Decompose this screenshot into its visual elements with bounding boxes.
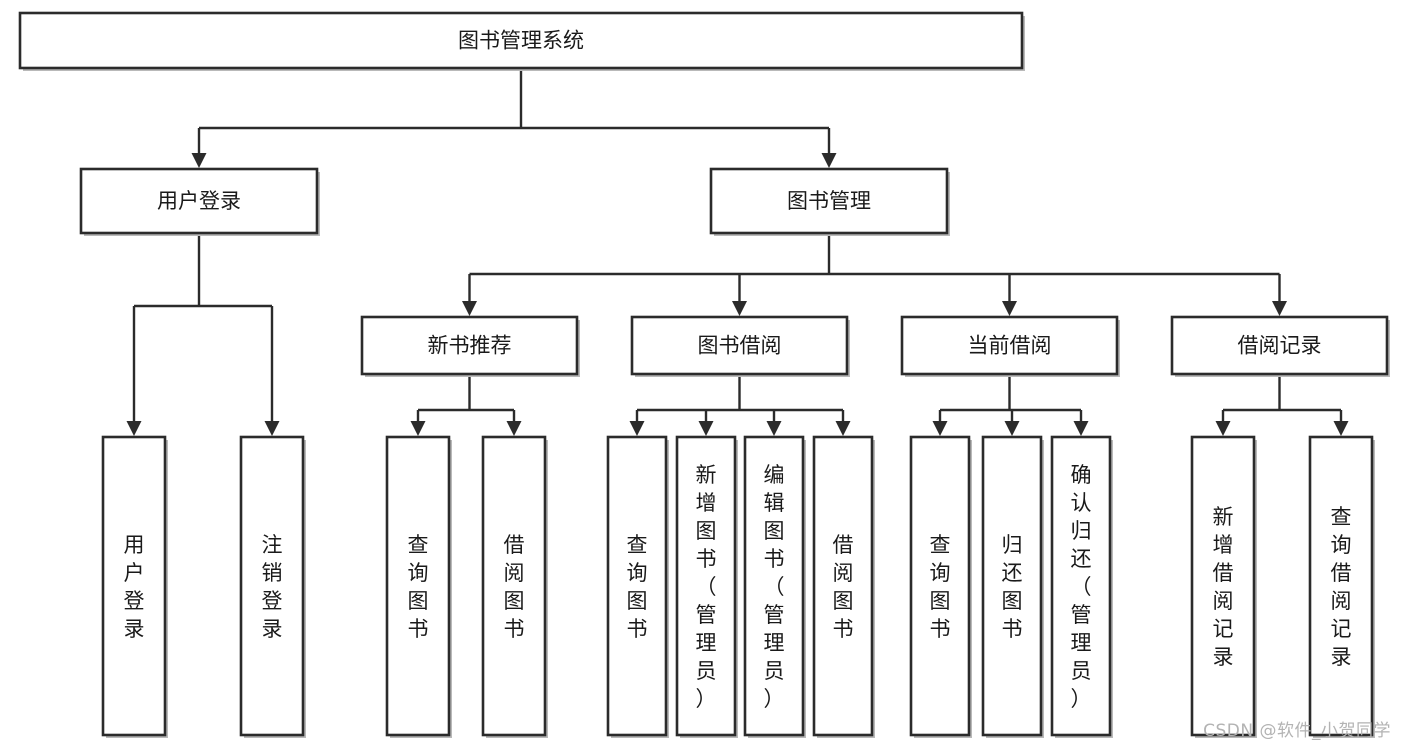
node-rect	[900, 315, 1119, 376]
node-label: 归还图书	[1002, 533, 1023, 641]
connector-group-borrow	[629, 374, 851, 436]
arrow-head-icon	[732, 301, 747, 316]
node-label: 借阅图书	[833, 533, 854, 641]
arrow-head-icon	[126, 421, 142, 436]
arrow-head-icon	[1333, 421, 1349, 436]
node-rect	[709, 167, 949, 235]
node-rect	[743, 435, 805, 737]
node-rect	[79, 167, 319, 235]
arrow-head-icon	[835, 421, 851, 436]
node-label: 用户登录	[124, 533, 145, 641]
arrow-head-icon	[191, 153, 207, 168]
node-rect	[101, 435, 167, 737]
node-rect	[1308, 435, 1374, 737]
node-rect	[909, 435, 971, 737]
node-label: 注销登录	[262, 533, 283, 641]
arrow-head-icon	[264, 421, 280, 436]
node-leaf-3[interactable]: 查询图书	[385, 435, 452, 738]
node-label: 用户登录	[157, 189, 241, 213]
arrow-head-icon	[932, 421, 948, 436]
connector-group-current	[932, 374, 1089, 436]
node-rect	[360, 315, 579, 376]
arrow-head-icon	[1073, 421, 1089, 436]
arrow-head-icon	[629, 421, 645, 436]
watermark-text: CSDN @软件_小贺同学	[1203, 721, 1391, 741]
node-newbook[interactable]: 新书推荐	[360, 315, 580, 377]
nodes-layer: 图书管理系统用户登录图书管理新书推荐图书借阅当前借阅借阅记录用户登录注销登录查询…	[18, 11, 1390, 738]
node-rect	[1190, 435, 1256, 737]
node-root[interactable]: 图书管理系统	[18, 11, 1025, 71]
node-label: 查询图书	[627, 533, 648, 641]
node-bookmgmt[interactable]: 图书管理	[709, 167, 950, 236]
node-label: 借阅图书	[504, 533, 525, 641]
arrow-head-icon	[1004, 421, 1020, 436]
node-leaf-11[interactable]: 确认归还（管理员）	[1050, 435, 1113, 738]
node-label: 图书管理系统	[458, 29, 584, 53]
node-leaf-2[interactable]: 注销登录	[239, 435, 306, 738]
node-rect	[812, 435, 874, 737]
arrow-head-icon	[410, 421, 426, 436]
node-leaf-4[interactable]: 借阅图书	[481, 435, 548, 738]
node-rect	[1170, 315, 1389, 376]
node-label: 新增借阅记录	[1213, 505, 1234, 669]
node-records[interactable]: 借阅记录	[1170, 315, 1390, 377]
node-label: 新增图书（管理员）	[696, 463, 717, 711]
node-label: 图书管理	[787, 189, 871, 213]
node-rect	[606, 435, 668, 737]
node-leaf-1[interactable]: 用户登录	[101, 435, 168, 738]
node-label: 查询图书	[930, 533, 951, 641]
node-rect	[675, 435, 737, 737]
arrow-head-icon	[462, 301, 477, 316]
node-borrow[interactable]: 图书借阅	[630, 315, 850, 377]
node-label: 编辑图书（管理员）	[764, 463, 785, 711]
node-label: 借阅记录	[1238, 334, 1322, 358]
node-label: 当前借阅	[968, 334, 1052, 358]
node-label: 查询借阅记录	[1331, 505, 1352, 669]
connector-group-login	[126, 233, 280, 436]
node-current[interactable]: 当前借阅	[900, 315, 1120, 377]
node-leaf-10[interactable]: 归还图书	[981, 435, 1044, 738]
node-leaf-6[interactable]: 新增图书（管理员）	[675, 435, 738, 738]
arrow-head-icon	[766, 421, 782, 436]
node-leaf-12[interactable]: 新增借阅记录	[1190, 435, 1257, 738]
arrow-head-icon	[506, 421, 522, 436]
arrow-head-icon	[1002, 301, 1017, 316]
node-leaf-7[interactable]: 编辑图书（管理员）	[743, 435, 806, 738]
node-leaf-5[interactable]: 查询图书	[606, 435, 669, 738]
connector-group-root	[191, 68, 837, 168]
node-label: 确认归还（管理员）	[1071, 463, 1092, 711]
arrow-head-icon	[1272, 301, 1287, 316]
node-label: 查询图书	[408, 533, 429, 641]
node-leaf-9[interactable]: 查询图书	[909, 435, 972, 738]
arrow-head-icon	[821, 153, 837, 168]
node-rect	[630, 315, 849, 376]
arrow-head-icon	[698, 421, 714, 436]
node-leaf-8[interactable]: 借阅图书	[812, 435, 875, 738]
node-leaf-13[interactable]: 查询借阅记录	[1308, 435, 1375, 738]
arrow-head-icon	[1215, 421, 1231, 436]
node-rect	[1050, 435, 1112, 737]
connector-group-newbook	[410, 374, 522, 436]
connectors-layer	[126, 68, 1349, 436]
node-rect	[981, 435, 1043, 737]
node-rect	[481, 435, 547, 737]
node-label: 新书推荐	[428, 334, 512, 358]
node-rect	[239, 435, 305, 737]
node-rect	[385, 435, 451, 737]
node-login[interactable]: 用户登录	[79, 167, 320, 236]
node-rect	[18, 11, 1024, 70]
connector-group-records	[1215, 374, 1349, 436]
connector-group-bookmgmt	[462, 233, 1287, 316]
node-label: 图书借阅	[698, 334, 782, 358]
